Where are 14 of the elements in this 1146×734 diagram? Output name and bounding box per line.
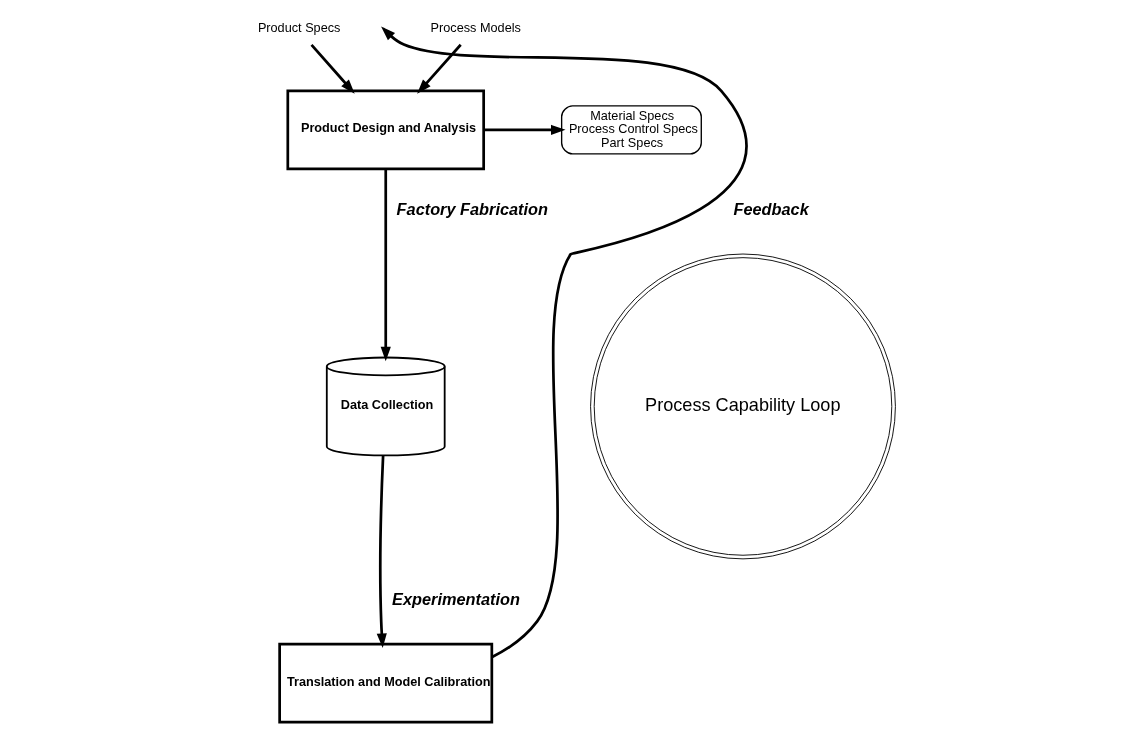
edge-label: Experimentation: [392, 589, 520, 608]
arrow: [376, 455, 387, 649]
node-text: Process Models: [430, 20, 521, 35]
node-text: Product Specs: [257, 20, 341, 35]
node-box: Translation and Model Calibration: [278, 642, 494, 724]
node-box: Material Specs Process Control Specs Part Specs: [560, 105, 702, 155]
arrow: [483, 124, 566, 135]
arrow: [380, 168, 391, 362]
arrow: [310, 43, 355, 94]
arrow: [417, 43, 462, 94]
edge-label: Factory Fabrication: [396, 199, 548, 218]
node-box: Product Design and Analysis: [286, 89, 486, 171]
edge-label: Feedback: [733, 199, 809, 218]
arrow: [381, 26, 748, 659]
